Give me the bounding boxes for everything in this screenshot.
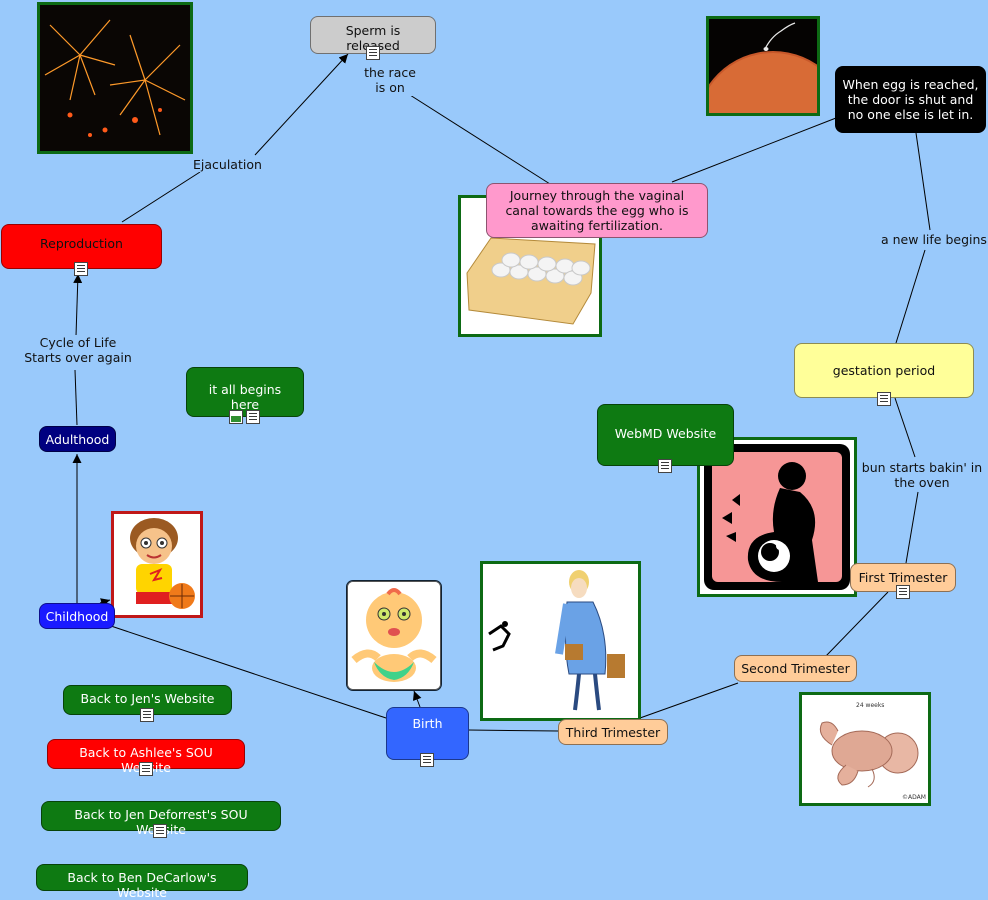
document-icon[interactable] xyxy=(139,762,153,776)
link-third-birth xyxy=(467,729,559,732)
document-icon[interactable] xyxy=(420,753,434,767)
node-webmd-website[interactable]: WebMD Website xyxy=(597,404,734,466)
baby-image[interactable] xyxy=(346,580,442,691)
link-first-second xyxy=(825,591,889,657)
link-ejaculation-sperm xyxy=(254,53,349,156)
link-birth-childhood xyxy=(107,624,387,719)
node-it-all-begins[interactable]: it all begins here xyxy=(186,367,304,417)
pregnancy-icon-image[interactable] xyxy=(697,437,857,597)
link-egg-newlife xyxy=(915,132,931,231)
link-reproduction-ejaculation xyxy=(121,171,201,223)
link-gestation-bakin xyxy=(894,397,916,458)
document-icon[interactable] xyxy=(658,459,672,473)
link-journey-egg xyxy=(671,117,837,183)
link-label-ejaculation: Ejaculation xyxy=(191,157,264,173)
link-birth-baby xyxy=(412,690,422,708)
child-image[interactable] xyxy=(111,511,203,618)
node-journey[interactable]: Journey through the vaginal canal toward… xyxy=(486,183,708,238)
fireworks-image[interactable] xyxy=(37,2,193,154)
image-icon[interactable] xyxy=(229,410,243,424)
link-label-cycle: Cycle of Life Starts over again xyxy=(20,335,136,366)
document-icon[interactable] xyxy=(140,708,154,722)
node-gestation-period[interactable]: gestation period xyxy=(794,343,974,398)
link-label-bakin: bun starts bakin' in the oven xyxy=(858,460,986,491)
link-ben-decarlow-website[interactable]: Back to Ben DeCarlow's Website xyxy=(36,864,248,900)
link-childhood-kid xyxy=(99,598,111,607)
document-icon[interactable] xyxy=(246,410,260,424)
link-adulthood-cycle xyxy=(74,369,78,426)
document-icon[interactable] xyxy=(366,46,380,60)
fetus-credit: ©ADAM xyxy=(902,794,926,801)
document-icon[interactable] xyxy=(74,262,88,276)
document-icon[interactable] xyxy=(877,392,891,406)
link-label-race: the race is on xyxy=(358,65,422,96)
fetus-image[interactable]: 24 weeks ©ADAM xyxy=(799,692,931,806)
link-cycle-reproduction xyxy=(73,273,83,337)
link-second-third xyxy=(639,682,739,719)
document-icon[interactable] xyxy=(896,585,910,599)
fetus-caption: 24 weeks xyxy=(856,702,884,709)
link-newlife-gestation xyxy=(895,249,926,344)
node-adulthood[interactable]: Adulthood xyxy=(39,426,116,452)
egg-sperm-image[interactable] xyxy=(706,16,820,116)
link-bakin-first xyxy=(905,491,919,564)
link-ashlee-sou-website[interactable]: Back to Ashlee's SOU Website xyxy=(47,739,245,775)
node-third-trimester[interactable]: Third Trimester xyxy=(558,719,668,745)
link-race-journey xyxy=(409,94,551,185)
link-label-new-life: a new life begins xyxy=(879,232,988,248)
node-birth[interactable]: Birth xyxy=(386,707,469,760)
node-childhood[interactable]: Childhood xyxy=(39,603,115,629)
node-reproduction[interactable]: Reproduction xyxy=(1,224,162,269)
mother-image[interactable] xyxy=(480,561,641,721)
document-icon[interactable] xyxy=(153,824,167,838)
node-egg-reached[interactable]: When egg is reached, the door is shut an… xyxy=(835,66,986,133)
node-second-trimester[interactable]: Second Trimester xyxy=(734,655,857,682)
